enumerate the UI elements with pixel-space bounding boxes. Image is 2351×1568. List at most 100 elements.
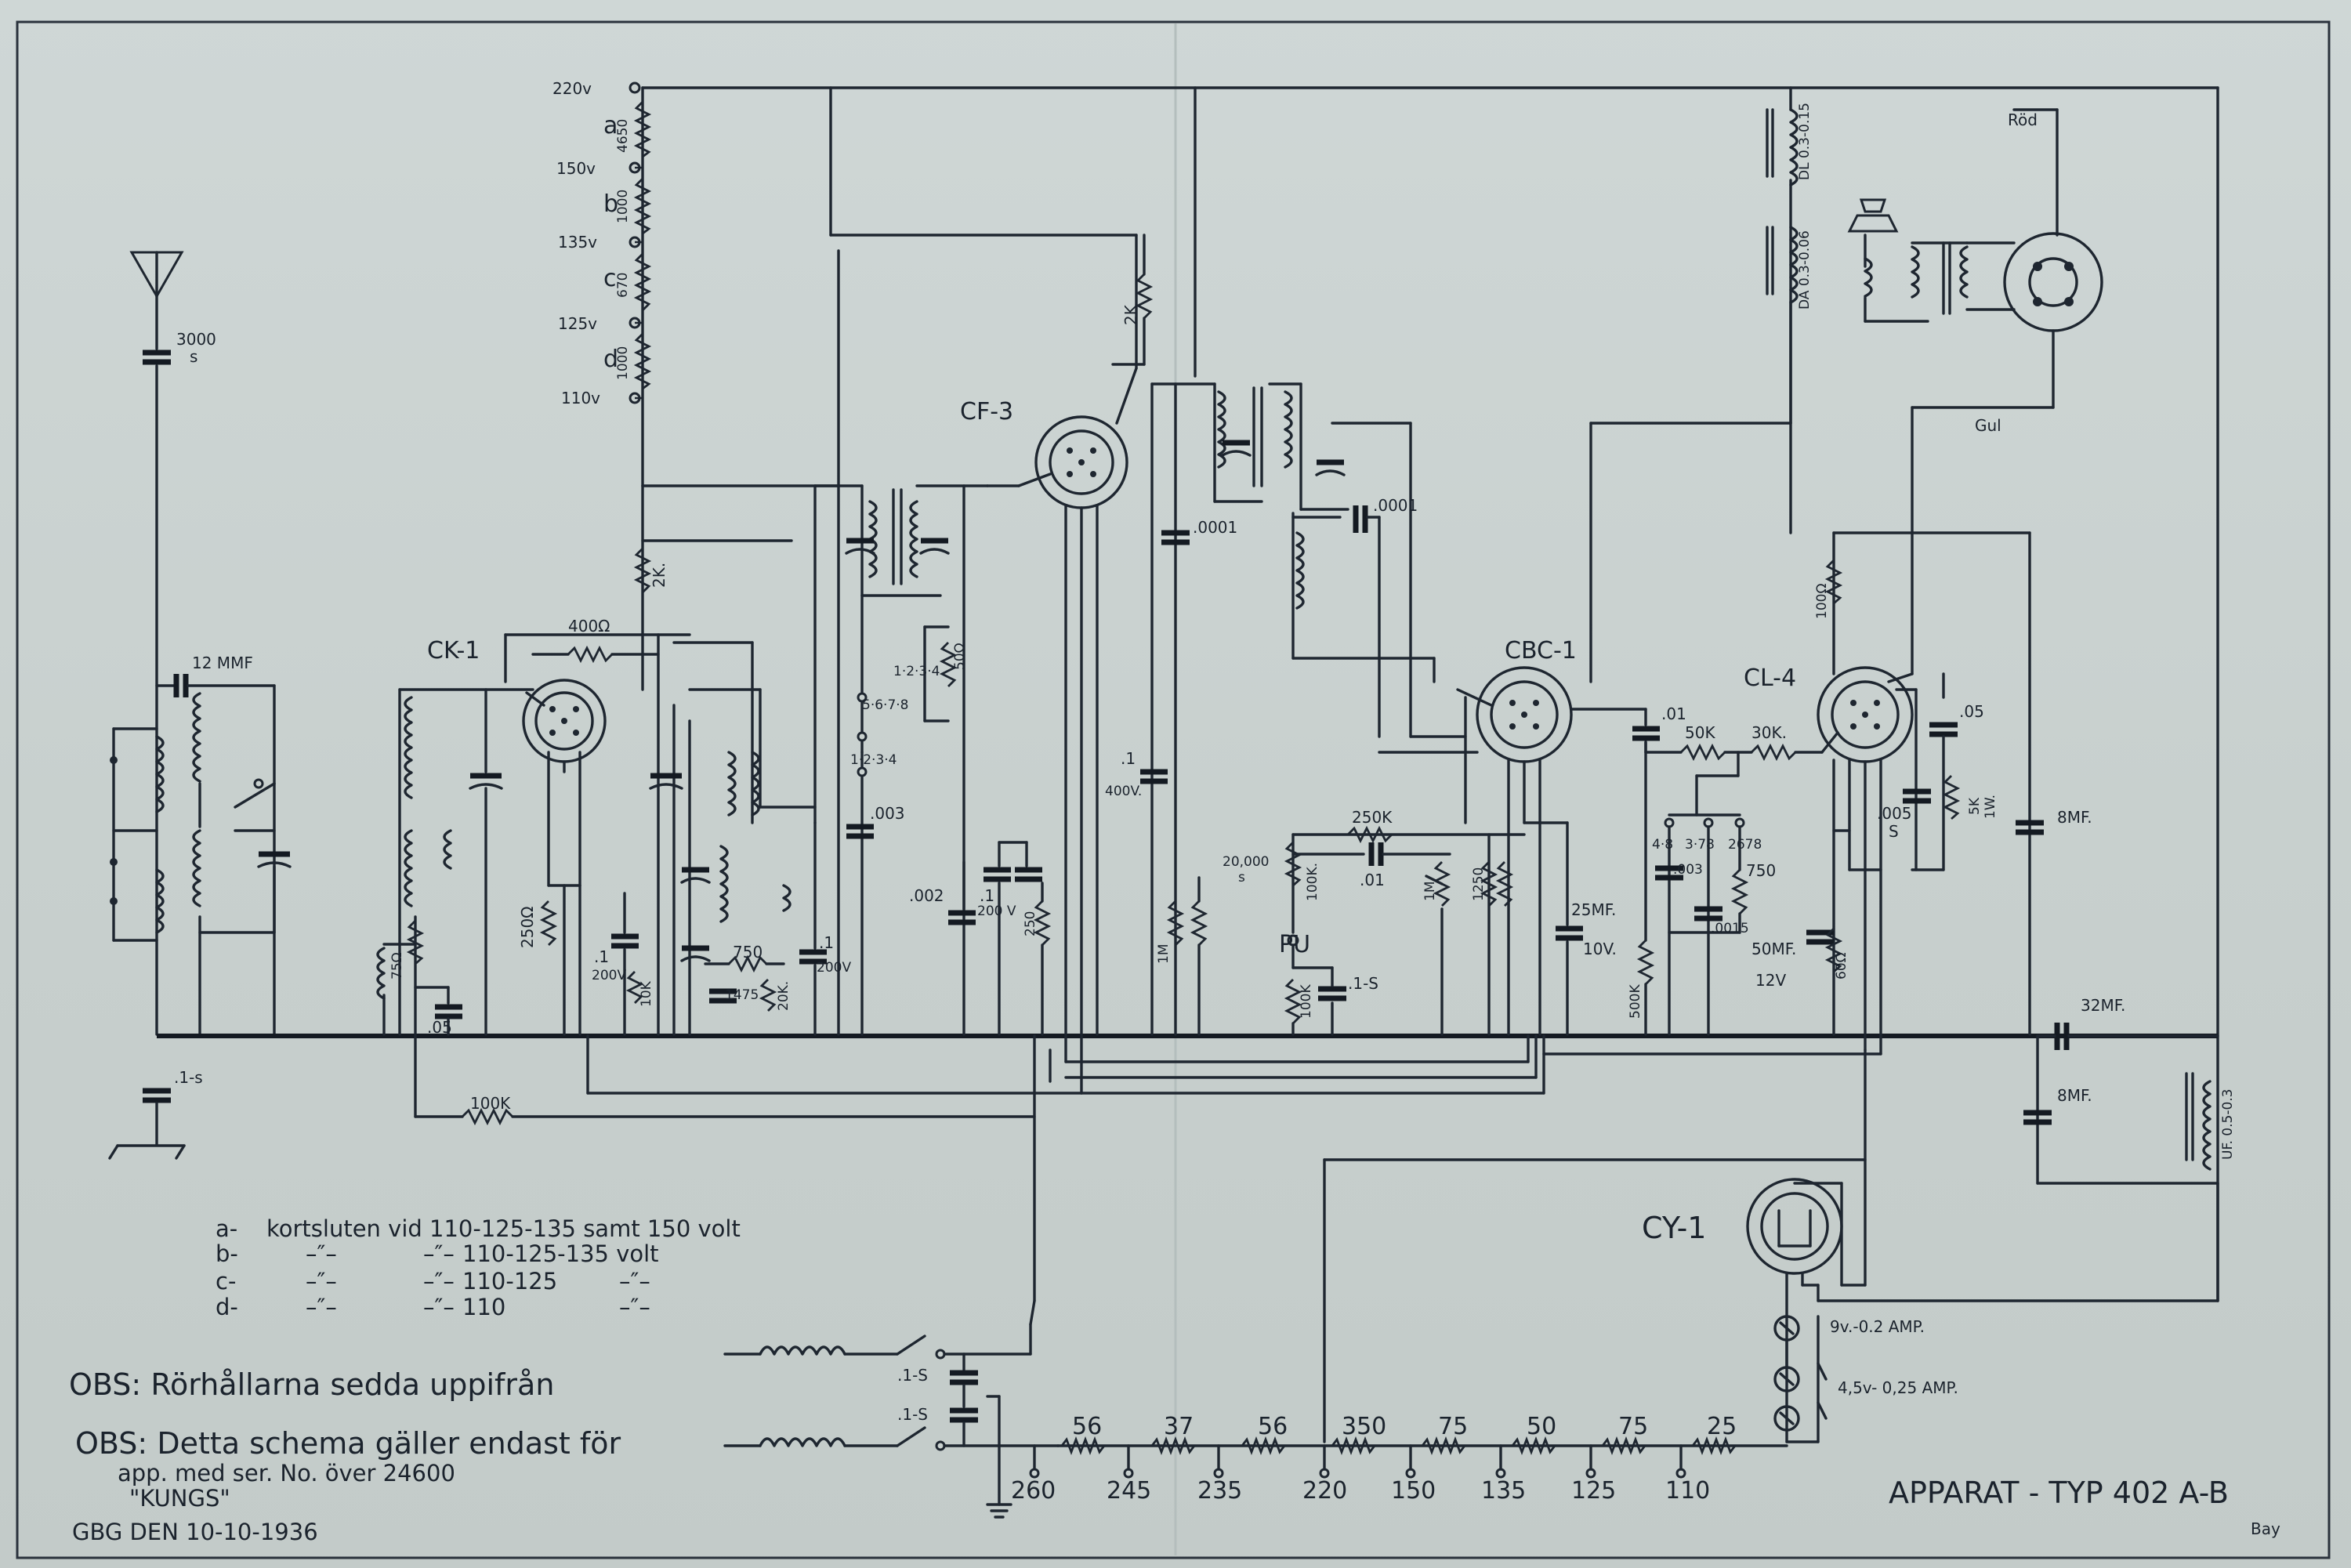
cl4-coupling-network [1632, 708, 1824, 1036]
tube-cf3-symbol [1017, 234, 1138, 1036]
lbl-c8mf-b: 8MF. [2057, 1086, 2092, 1105]
lbl-c3000: 3000 [176, 330, 216, 349]
lbl-c1-400v: .1 [1121, 749, 1136, 768]
lbl-drop-r4: 350 [1342, 1413, 1386, 1440]
lbl-c1-200v-c: .1 [980, 886, 994, 905]
lbl-c0001-a: .0001 [1193, 518, 1237, 537]
legend-d-ditto3: –″– [619, 1294, 650, 1320]
ck1-oscillator-section [504, 484, 840, 1036]
legend-b-ditto: –″– [306, 1240, 337, 1267]
note-obs2-line3: "KUNGS" [129, 1485, 230, 1512]
note-date: GBG DEN 10-10-1936 [72, 1519, 318, 1545]
tap-a: a [603, 112, 618, 139]
label-ck1: CK-1 [427, 637, 480, 664]
second-if-section [1140, 382, 1436, 1036]
legend-c-key: c- [216, 1268, 236, 1295]
lbl-r1m-c: 1M [1422, 882, 1438, 901]
lbl-r250-c: 250 [1023, 911, 1038, 936]
lbl-v12: 12V [1755, 971, 1786, 990]
label-cbc1: CBC-1 [1505, 637, 1577, 664]
lbl-c20000: 20,000 [1223, 854, 1269, 870]
legend-a-text: kortsluten vid 110-125-135 samt 150 volt [266, 1215, 741, 1242]
lbl-c005-s: S [1889, 822, 1899, 841]
lbl-r2k-b: 2K [1121, 304, 1140, 325]
legend-d-text: 110 [462, 1294, 505, 1320]
ck1-bias-loop [414, 1034, 1882, 1302]
legend-d-key: d- [216, 1294, 238, 1320]
lbl-c003-b: .003 [1673, 862, 1703, 878]
mains-tap-stack [629, 81, 652, 487]
legend-c-ditto3: –″– [619, 1268, 650, 1295]
legend-c-text: 110-125 [462, 1268, 557, 1295]
lbl-pu: PU [1279, 931, 1310, 958]
lbl-tap-110: 110 [1665, 1477, 1710, 1505]
lbl-r1250: 1250 [1471, 867, 1487, 901]
lbl-r75: 75Ω [389, 952, 405, 980]
legend-b-text: 110-125-135 volt [462, 1240, 659, 1267]
output-chokes [1766, 108, 1799, 425]
lbl-tap-220: 220 [1302, 1477, 1347, 1505]
lbl-sw-2678: 2678 [1728, 837, 1762, 853]
tap-b: b [603, 190, 618, 218]
speaker-and-output-transformer [1847, 108, 2103, 534]
lbl-drop-r5: 75 [1438, 1413, 1468, 1440]
lbl-c002: .002 [909, 886, 944, 905]
lbl-dl: DL 0.3-0.15 [1797, 103, 1813, 180]
lbl-r100k-bottom: 100K [470, 1094, 511, 1113]
tap-135v: 135v [558, 233, 597, 252]
note-obs2-line2: app. med ser. No. över 24600 [118, 1460, 455, 1487]
b-plus-rail [641, 86, 2219, 1302]
legend-b-key: b- [216, 1240, 238, 1267]
lbl-r750-b: 750 [1746, 861, 1776, 880]
lbl-c32mf: 32MF. [2081, 996, 2125, 1015]
lbl-r500k: 500K [1628, 984, 1643, 1019]
lbl-tap-125: 125 [1571, 1477, 1616, 1505]
legend-a-key: a- [216, 1215, 237, 1242]
antenna-coils [110, 727, 165, 942]
ck1-input-circuit [376, 688, 534, 1036]
lbl-c01: .01 [1360, 871, 1385, 889]
lbl-c50mf: 50MF. [1751, 940, 1796, 958]
lbl-r5k: 5K [1967, 797, 1983, 815]
lbl-r1m-a: 1M [1156, 944, 1172, 964]
lbl-v200: 200V [592, 968, 626, 983]
tube-cl4-symbol [1817, 666, 1918, 1037]
lbl-sw-5678: 5·6·7·8 [862, 697, 908, 713]
lbl-r100k-pu2: 100K [1299, 984, 1314, 1019]
lbl-c20000-s: s [1238, 870, 1245, 885]
note-obs1: OBS: Rörhållarna sedda uppifrån [69, 1367, 554, 1402]
lbl-r250k: 250K [1352, 808, 1393, 827]
lbl-r50: 50Ω [952, 643, 968, 670]
legend-d-ditto: –″– [306, 1294, 337, 1320]
lbl-v10: 10V. [1583, 940, 1617, 958]
lbl-c1s-pu: .1-S [1348, 974, 1378, 993]
lbl-lamp1: 9v.-0.2 AMP. [1830, 1317, 1925, 1336]
cbc1-audio-network [1284, 821, 1583, 1036]
lbl-da: DA 0.3-0.06 [1797, 230, 1813, 310]
lbl-c8mf-a: 8MF. [2057, 808, 2092, 827]
lbl-c25mf: 25MF. [1571, 900, 1616, 919]
lbl-tap-135: 135 [1481, 1477, 1526, 1505]
lbl-r20k: 20K. [776, 981, 792, 1011]
lbl-sw-1234-b: 1·2·3·4 [850, 752, 897, 768]
tube-cy1-symbol [1323, 1048, 2219, 1443]
tap-res-c: 670 [615, 273, 631, 298]
label-cf3: CF-3 [960, 398, 1013, 425]
lbl-c0015: .0015 [1711, 921, 1749, 936]
lbl-c05-b: .05 [1959, 702, 1984, 721]
pilot-lamps [1773, 1315, 1828, 1443]
lbl-tap-260: 260 [1011, 1477, 1056, 1505]
lbl-c1-200v: .1 [594, 947, 609, 966]
lbl-sw-48: 4·8 [1652, 837, 1673, 853]
note-obs2-line1: OBS: Detta schema gäller endast för [75, 1426, 621, 1461]
lbl-uf: UF. 0.5-0.3 [2220, 1088, 2236, 1160]
lbl-r10k: 10K [639, 980, 654, 1007]
lbl-drop-r7: 75 [1618, 1413, 1648, 1440]
lbl-rod: Röd [2008, 110, 2038, 129]
legend-c-ditto2: –″– [423, 1268, 455, 1295]
lbl-v200-c: 200 V [977, 904, 1016, 919]
lbl-lamp2: 4,5v- 0,25 AMP. [1838, 1378, 1958, 1397]
lbl-r60: 60Ω [1834, 952, 1849, 980]
